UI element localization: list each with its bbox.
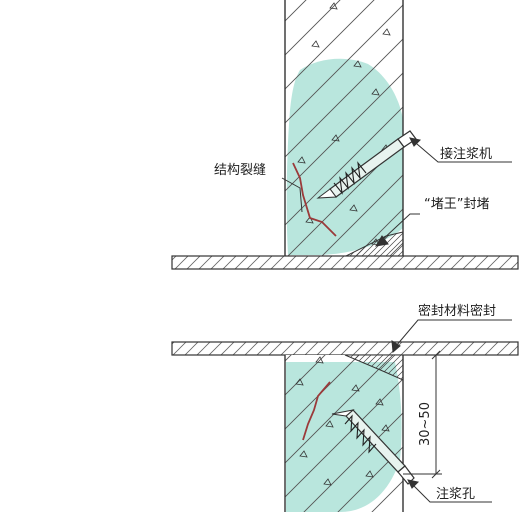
label-grouting-machine: 接注浆机 — [440, 147, 493, 162]
bottom-slab — [171, 341, 519, 356]
label-grout-hole: 注浆孔 — [436, 487, 476, 502]
top-section — [171, 0, 519, 270]
label-plug-seal: “堵王”封堵 — [424, 197, 490, 212]
bottom-section — [171, 319, 519, 512]
top-wall-hatch — [285, 0, 403, 256]
bottom-grout-hole-nozzle — [331, 409, 415, 485]
top-leader-lines — [281, 137, 512, 247]
bottom-leader-lines — [391, 319, 512, 503]
bottom-sealing-material — [344, 354, 404, 381]
label-structural-crack: 结构裂缝 — [214, 163, 267, 178]
label-dimension: 30~50 — [418, 402, 433, 446]
label-sealing-material: 密封材料密封 — [418, 304, 497, 319]
top-slab — [171, 255, 519, 270]
bottom-aggregate-marks — [295, 356, 390, 486]
bottom-structural-crack — [302, 381, 331, 441]
top-structural-crack — [292, 162, 337, 237]
dimension-line — [403, 350, 442, 479]
top-grouting-nozzle — [316, 130, 417, 199]
bottom-wall-hatch — [285, 355, 403, 512]
